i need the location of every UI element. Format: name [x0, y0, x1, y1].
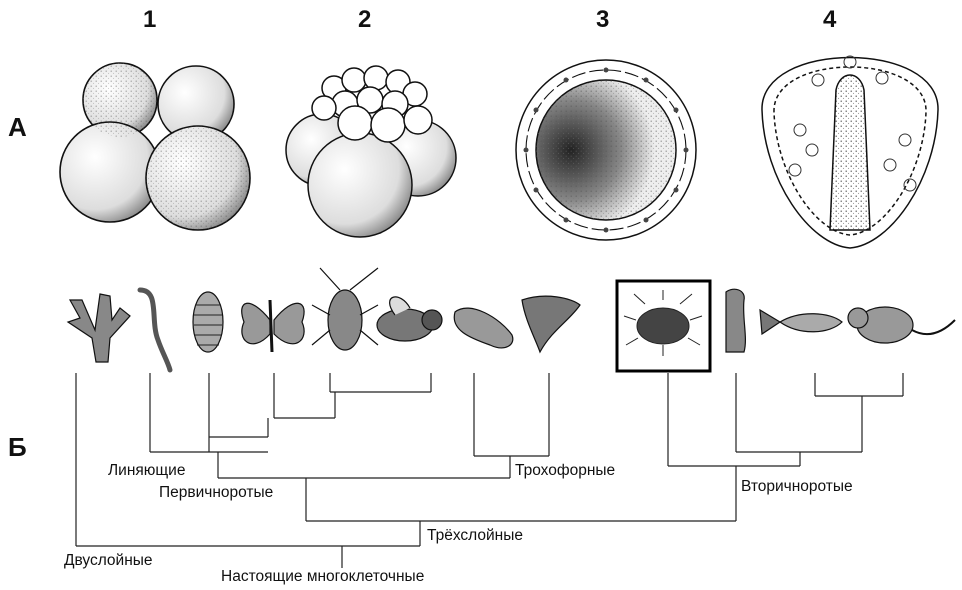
lancelet-icon — [726, 289, 745, 352]
row-label-b: Б — [8, 432, 27, 463]
mouse-icon — [848, 307, 955, 343]
label-protostomes: Первичноротые — [158, 484, 274, 502]
fish-icon — [760, 310, 842, 334]
fly-icon — [377, 297, 442, 341]
sponge-icon — [68, 294, 130, 362]
label-triploblastic: Трёхслойные — [426, 527, 524, 545]
roundworm-icon — [140, 290, 170, 370]
butterfly-icon — [242, 300, 304, 352]
embryo-stage-1 — [60, 63, 250, 230]
embryo-stage-4 — [762, 56, 938, 248]
label-molting: Линяющие — [107, 462, 186, 480]
label-eumetazoa: Настоящие многоклеточные — [220, 568, 425, 586]
embryo-stage-3 — [516, 60, 696, 240]
cockroach-icon — [328, 290, 362, 350]
polychaete-icon — [522, 296, 580, 352]
crustacean-icon — [193, 292, 223, 352]
label-trochophore: Трохофорные — [514, 462, 616, 480]
label-diploblastic: Двуслойные — [63, 552, 154, 570]
flatworm-icon — [454, 308, 513, 348]
organism-row — [68, 268, 955, 371]
embryo-stage-2 — [286, 66, 456, 237]
label-deuterostomes: Вторичноротые — [740, 478, 854, 496]
